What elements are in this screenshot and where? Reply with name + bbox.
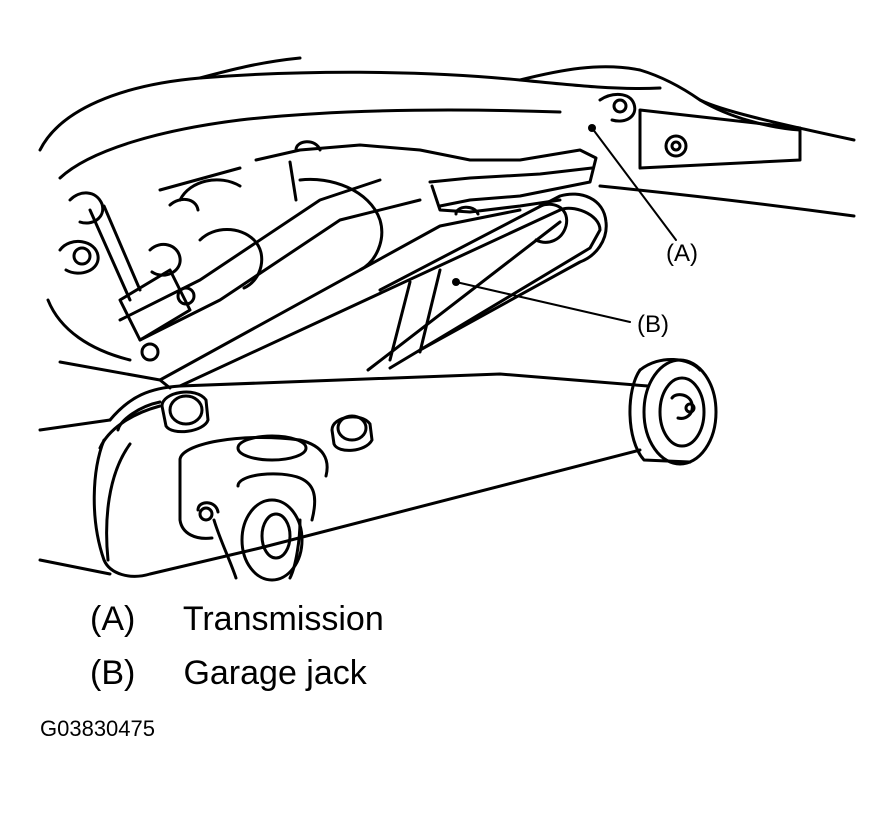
legend-label: Transmission xyxy=(182,600,384,638)
leader-dot-b xyxy=(452,278,460,286)
jack-illustration xyxy=(38,56,856,582)
transmission-housing xyxy=(38,56,856,218)
legend-key: (A) xyxy=(90,600,136,638)
rear-caster-wheel xyxy=(178,434,329,582)
legend-item-garage-jack: (B) Garage jack xyxy=(90,656,367,690)
jack-saddle xyxy=(254,140,598,216)
legend-label: Garage jack xyxy=(183,654,367,692)
front-roller-wheel xyxy=(628,357,718,466)
underbody-components xyxy=(46,166,422,362)
figure-code: G03830475 xyxy=(40,716,155,741)
jack-frame xyxy=(38,372,650,578)
legend-key: (B) xyxy=(90,654,136,692)
leader-dot-a xyxy=(588,124,596,132)
jack-arm xyxy=(58,192,608,390)
leader-lines xyxy=(455,127,677,323)
frame-bolts xyxy=(160,390,374,452)
callout-label-a: (A) xyxy=(666,240,698,267)
legend-item-transmission: (A) Transmission xyxy=(90,602,384,636)
callout-label-b: (B) xyxy=(637,311,669,338)
